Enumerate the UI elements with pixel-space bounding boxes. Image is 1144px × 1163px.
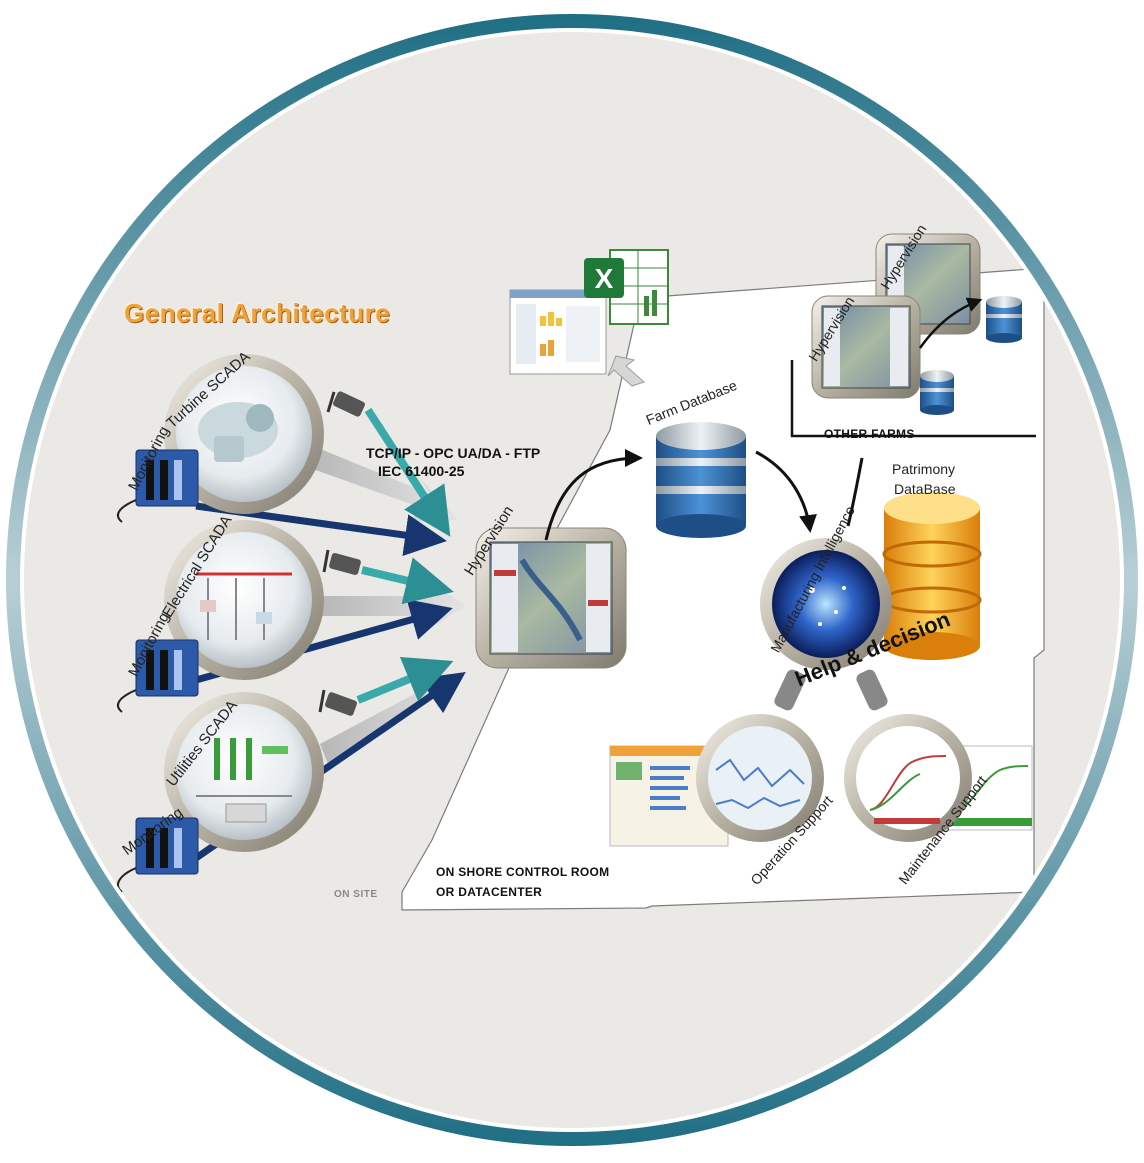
patrimony-database-icon [882,492,982,660]
camera-icon [318,689,357,716]
other-farms-bracket [790,360,1036,438]
manufacturing-intelligence-lens [760,538,892,670]
report-screen [509,289,607,375]
electrical-scada-lens [164,520,324,680]
turbine-scada-lens [164,354,324,514]
camera-icon [322,549,361,575]
curve-arrow-farmdb [544,449,643,541]
curve-arrow-farm [918,297,983,349]
monitoring-device [117,639,199,713]
on-site-label: On Site [334,889,378,900]
diagram-title: General Architecture [124,298,391,328]
svg-text:X: X [595,263,614,294]
farm-database-small-icon [986,296,1022,343]
control-room-label-1: On Shore Control room [436,865,610,879]
lens-handle [856,669,888,711]
camera-icon [326,391,365,417]
hypervision-screen-farm-1 [811,295,921,399]
monitoring-device [117,817,199,893]
operation-support-lens [696,714,824,842]
control-room-label-2: or DataCenter [436,885,543,899]
excel-icon: X [584,249,669,325]
curve-arrow-mi [755,450,817,533]
maintenance-support-lens [844,714,972,842]
monitoring-device [117,449,199,523]
teal-arrow-2 [361,557,454,605]
protocols-line-1: TCP/IP - OPC UA/DA - FTP [366,445,541,461]
patrimony-label-1: Patrimony [892,461,956,477]
lens-handle [774,669,806,711]
other-farms-label: Other Farms [824,427,915,441]
patrimony-label-2: DataBase [894,481,956,497]
hypervision-screen [475,527,627,669]
farm-database-icon [656,422,746,538]
teal-arrow-3 [356,656,454,704]
grey-arrow-report [607,355,645,387]
protocols-line-2: IEC 61400-25 [378,463,465,479]
teal-arrow-1 [364,407,451,537]
line-otherfarms-mi [846,457,864,527]
farm-database-small-icon [920,370,954,415]
utilities-scada-lens [164,692,324,852]
